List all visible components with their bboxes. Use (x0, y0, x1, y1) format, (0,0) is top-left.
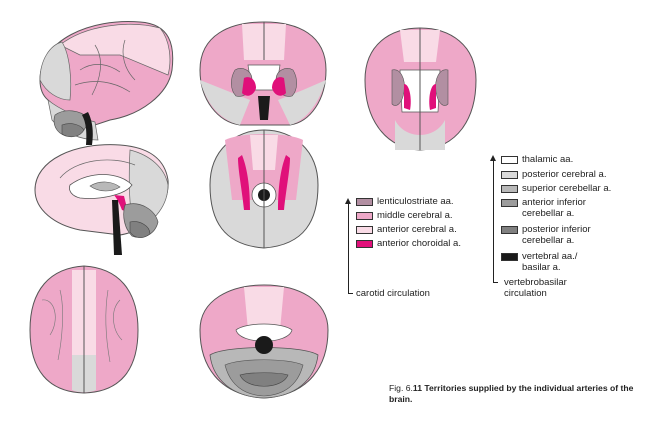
legend-label-anterior-inferior-cerebellar-line1: anterior inferior (522, 197, 586, 208)
horizontal-section-brain (364, 27, 477, 151)
carotid-bracket-line (348, 203, 349, 293)
legend-label-anterior-choroidal: anterior choroidal a. (377, 238, 461, 249)
swatch-thalamic (501, 156, 518, 164)
swatch-anterior-choroidal (356, 240, 373, 248)
carotid-group-label: carotid circulation (356, 288, 430, 299)
vertebrobasilar-group-label-line1: vertebrobasilar (504, 277, 567, 288)
legend-label-middle-cerebral: middle cerebral a. (377, 210, 453, 221)
swatch-posterior-inferior-cerebellar (501, 226, 518, 234)
vertebrobasilar-bracket-line (493, 160, 494, 282)
swatch-lenticulostriate (356, 198, 373, 206)
dorsal-view-brain (29, 265, 139, 394)
swatch-posterior-cerebral (501, 171, 518, 179)
legend-label-vertebral-basilar-line2: basilar a. (522, 262, 561, 273)
legend-label-anterior-inferior-cerebellar-line2: cerebellar a. (522, 208, 575, 219)
swatch-middle-cerebral (356, 212, 373, 220)
legend-label-posterior-inferior-cerebellar-line1: posterior inferior (522, 224, 591, 235)
legend-label-vertebral-basilar-line1: vertebral aa./ (522, 251, 578, 262)
legend-label-thalamic: thalamic aa. (522, 154, 574, 165)
medial-view-brain (34, 144, 169, 255)
caption-number: 11 (412, 383, 422, 393)
carotid-bracket-foot (348, 293, 353, 294)
vertebrobasilar-arrowhead-icon (490, 155, 496, 161)
legend-label-posterior-inferior-cerebellar-line2: cerebellar a. (522, 235, 575, 246)
legend-label-lenticulostriate: lenticulostriate aa. (377, 196, 454, 207)
figure-caption: Fig. 6.11 Territories supplied by the in… (389, 383, 634, 405)
vertebrobasilar-group-label-line2: circulation (504, 288, 547, 299)
legend-label-posterior-cerebral: posterior cerebral a. (522, 169, 607, 180)
legend-label-anterior-cerebral: anterior cerebral a. (377, 224, 457, 235)
coronal-section-brain (199, 21, 327, 126)
basal-view-brain (209, 129, 319, 249)
inferior-view-brain (199, 284, 329, 399)
caption-prefix: Fig. 6. (389, 383, 413, 393)
lateral-view-brain (39, 21, 174, 145)
swatch-anterior-inferior-cerebellar (501, 199, 518, 207)
caption-text: Territories supplied by the individual a… (389, 383, 634, 404)
swatch-superior-cerebellar (501, 185, 518, 193)
vertebrobasilar-bracket-foot (493, 282, 498, 283)
carotid-arrowhead-icon (345, 198, 351, 204)
legend-label-superior-cerebellar: superior cerebellar a. (522, 183, 612, 194)
swatch-vertebral-basilar (501, 253, 518, 261)
swatch-anterior-cerebral (356, 226, 373, 234)
